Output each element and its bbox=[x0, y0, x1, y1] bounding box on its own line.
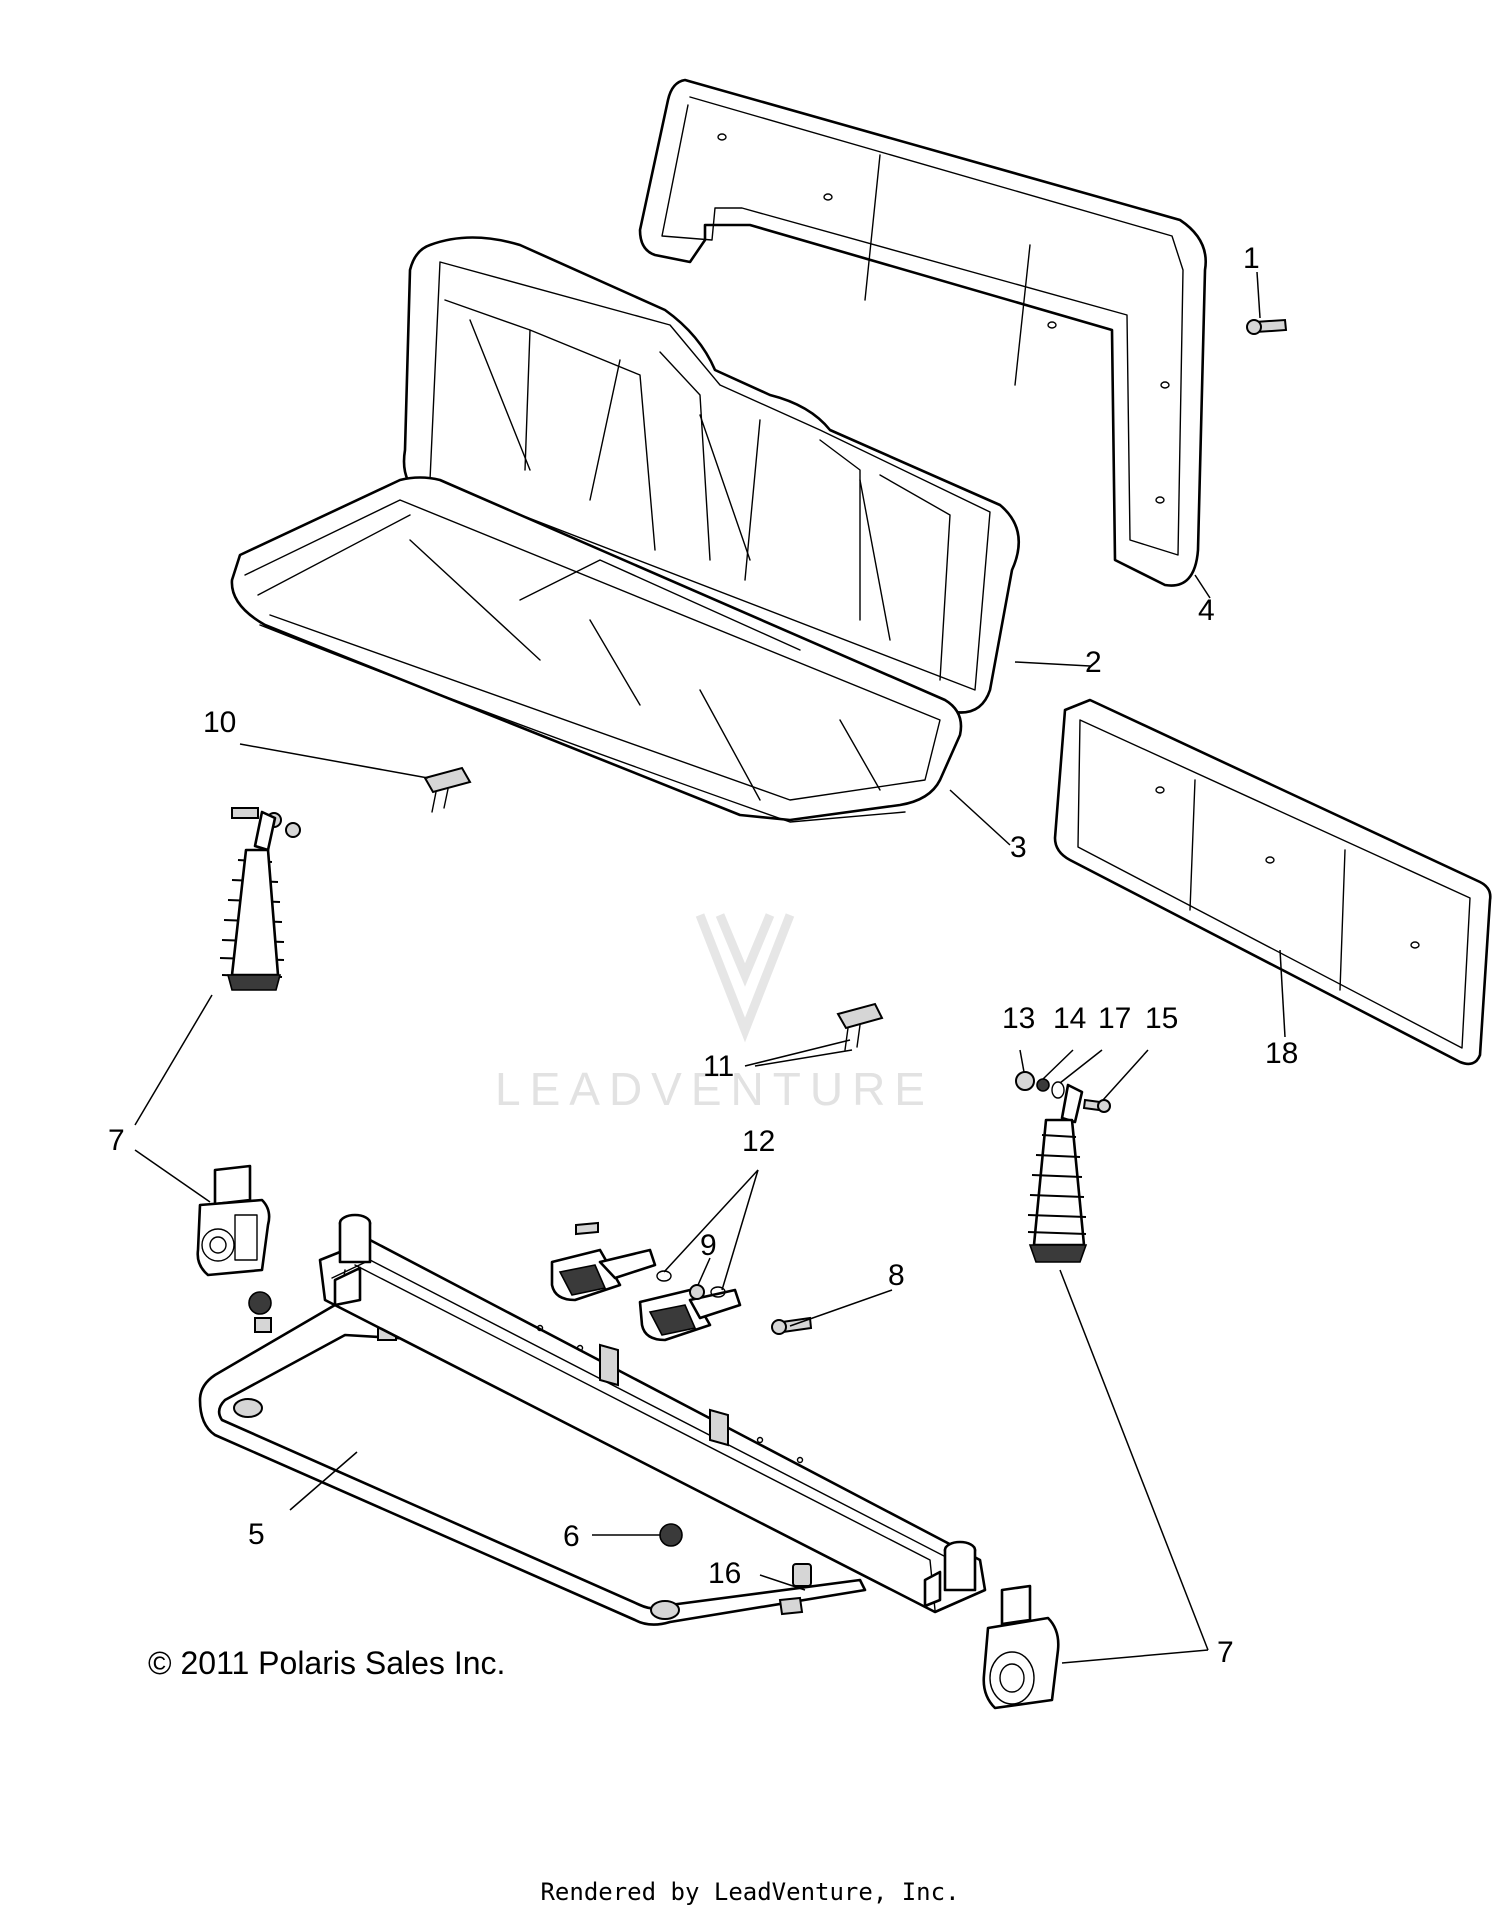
part-6-nut[interactable] bbox=[659, 1523, 683, 1547]
part-left-shock-absorber[interactable] bbox=[219, 807, 301, 991]
callout-15: 15 bbox=[1145, 1002, 1178, 1035]
callout-9: 9 bbox=[700, 1229, 717, 1262]
callout-12: 12 bbox=[742, 1125, 775, 1158]
callout-6: 6 bbox=[563, 1520, 580, 1553]
callout-labels: 1 2 3 4 5 6 7 8 9 10 11 12 13 14 15 16 1… bbox=[108, 242, 1298, 1669]
callout-4: 4 bbox=[1198, 594, 1215, 627]
watermark-text: LEADVENTURE bbox=[495, 1063, 934, 1115]
callout-10: 10 bbox=[203, 706, 236, 739]
callout-3: 3 bbox=[1010, 831, 1027, 864]
callout-8: 8 bbox=[888, 1259, 905, 1292]
part-7-left-seatbelt-retractor[interactable] bbox=[196, 1164, 272, 1315]
callout-11: 11 bbox=[703, 1050, 734, 1083]
part-12-seatbelt-buckles[interactable] bbox=[550, 1221, 742, 1342]
leader-lines bbox=[134, 271, 1286, 1664]
watermark-logo bbox=[695, 913, 795, 1043]
callout-16: 16 bbox=[708, 1557, 741, 1590]
part-seat-base-crossbar[interactable] bbox=[318, 1213, 987, 1614]
copyright-text: © 2011 Polaris Sales Inc. bbox=[148, 1645, 506, 1681]
callout-1: 1 bbox=[1243, 242, 1260, 275]
callout-18: 18 bbox=[1265, 1037, 1298, 1070]
part-1-bolt[interactable] bbox=[1246, 318, 1288, 335]
part-10-bracket[interactable] bbox=[423, 766, 472, 813]
callout-14: 14 bbox=[1053, 1002, 1086, 1035]
callout-2: 2 bbox=[1085, 646, 1102, 679]
callout-5: 5 bbox=[248, 1518, 265, 1551]
part-2-seat-backrest[interactable] bbox=[402, 236, 1020, 714]
part-3-seat-bottom-cushion[interactable] bbox=[230, 476, 963, 823]
part-11-bracket[interactable] bbox=[836, 1002, 884, 1051]
part-16-spacer[interactable] bbox=[792, 1563, 812, 1587]
callout-7-right: 7 bbox=[1217, 1636, 1234, 1669]
part-9-nut[interactable] bbox=[689, 1284, 705, 1300]
footer-rendered-by: Rendered by LeadVenture, Inc. bbox=[540, 1878, 960, 1906]
part-right-shock-absorber[interactable] bbox=[1015, 1071, 1111, 1263]
callout-7-left: 7 bbox=[108, 1124, 125, 1157]
callout-17: 17 bbox=[1098, 1002, 1131, 1035]
callout-13: 13 bbox=[1002, 1002, 1035, 1035]
part-7-right-seatbelt-retractor[interactable] bbox=[982, 1584, 1060, 1710]
part-18-storage-panel[interactable] bbox=[1053, 698, 1492, 1066]
part-4-seat-back-panel[interactable] bbox=[638, 78, 1208, 587]
